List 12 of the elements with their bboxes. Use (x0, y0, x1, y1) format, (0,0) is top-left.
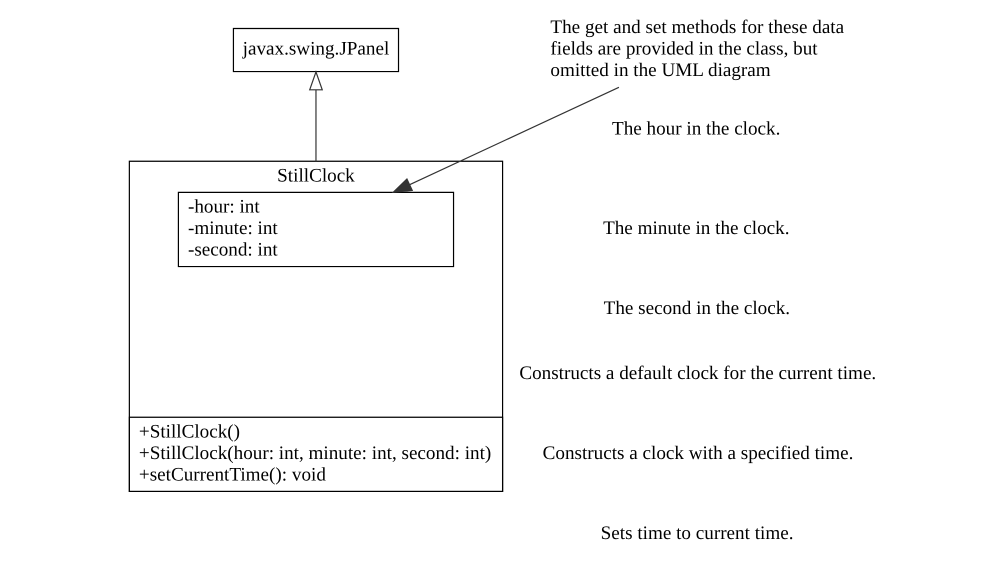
label: The second in the clock. (603, 298, 790, 320)
label: Constructs a default clock for the current time. (518, 362, 876, 384)
label: Sets time to current time. (600, 523, 793, 544)
node-box: javax.swing.JPanel (232, 28, 399, 72)
node-box: -hour: int -minute: int -second: int (177, 192, 454, 268)
label: The minute in the clock. (602, 218, 789, 240)
node-text: The get and set methods for these data fields are provided in the class, but omitted in the UML diagram (550, 17, 844, 82)
arrow (308, 70, 323, 162)
label: The hour in the clock. (612, 118, 780, 140)
arrow (391, 86, 619, 194)
label: Constructs a clock with a specified time. (542, 442, 853, 464)
node-box: +StillClock() +StillClock(hour: int, minute: int, second: int) +setCurrentTime(): void (128, 416, 503, 492)
